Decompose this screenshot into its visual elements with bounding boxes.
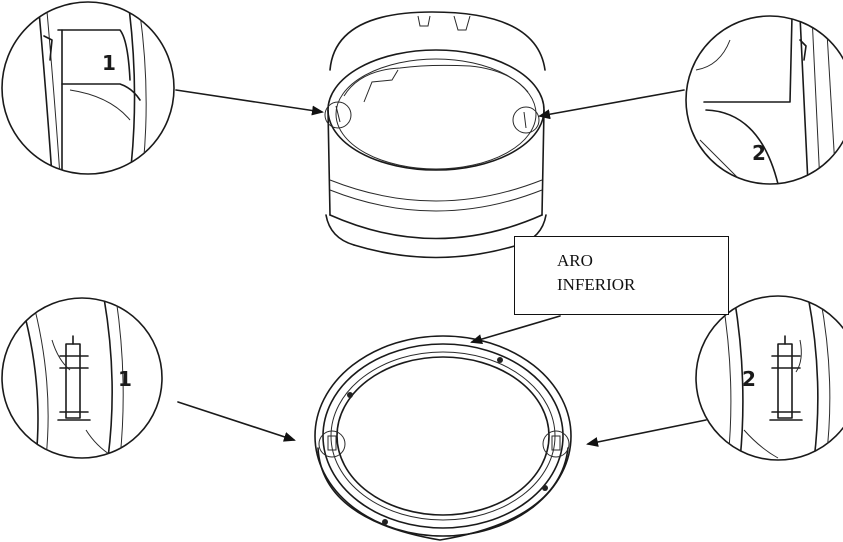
arrow-top-left [175, 89, 324, 116]
arrows [175, 89, 707, 447]
arrow-bottom-right [586, 419, 707, 447]
callout-box: ARO INFERIOR [514, 236, 729, 315]
callout-line-2: INFERIOR [557, 275, 636, 294]
detail-number: 2 [752, 141, 766, 165]
detail-number: 1 [118, 367, 132, 391]
callout-label: ARO INFERIOR [557, 249, 635, 297]
callout-line-1: ARO [557, 251, 593, 270]
detail-number: 1 [102, 51, 116, 75]
upper-housing [324, 11, 547, 259]
detail-number: 2 [742, 367, 756, 391]
detail-bottom-left: 1 [1, 297, 163, 459]
detail-top-right: 2 [685, 15, 843, 185]
arrow-top-right [538, 89, 685, 120]
detail-bottom-right: 2 [695, 295, 843, 461]
arrow-bottom-left [177, 401, 296, 442]
lower-ring [314, 335, 572, 541]
arrow-callout [470, 315, 561, 344]
detail-top-left: 1 [1, 1, 175, 175]
